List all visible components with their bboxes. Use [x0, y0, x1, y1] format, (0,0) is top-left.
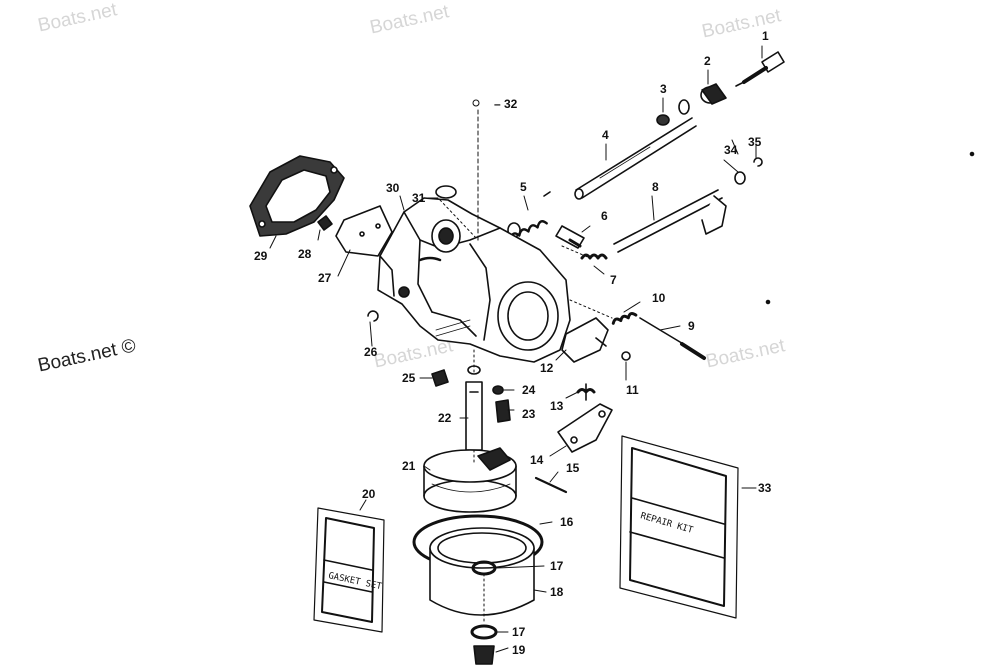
part-29-gasket: [249, 155, 345, 237]
part-10-spring: [611, 311, 638, 325]
dot: [765, 299, 771, 305]
part-18-float-bowl: [429, 527, 535, 616]
callout-1: 1: [762, 29, 769, 43]
callout-34: 34: [724, 143, 738, 157]
part-7-spring: [580, 253, 608, 260]
part-1-screw: [735, 51, 785, 87]
dot: [969, 151, 975, 157]
callout-35: 35: [748, 135, 762, 149]
part-32-marker: [472, 99, 480, 107]
callout-4: 4: [602, 128, 609, 142]
callout-5: 5: [520, 180, 527, 194]
part-33-repair-kit-card: [619, 435, 739, 619]
leader-lines: [269, 45, 763, 653]
part-27-plate: [335, 205, 393, 257]
part-25-screw: [431, 369, 449, 387]
callout-18: 18: [550, 585, 564, 599]
callout-19: 19: [512, 643, 526, 657]
part-34-clip: [734, 171, 746, 185]
part-2-bushing: [700, 83, 727, 105]
callout-29: 29: [254, 249, 268, 263]
callout-6: 6: [601, 209, 608, 223]
callout-28: 28: [298, 247, 312, 261]
part-15-pin: [534, 476, 568, 494]
part-3-nut: [656, 99, 690, 126]
callout-21: 21: [402, 459, 416, 473]
callout-25: 25: [402, 371, 416, 385]
part-26-clip: [367, 310, 379, 322]
callout-2: 2: [704, 54, 711, 68]
part-30-carburetor-body: [377, 197, 571, 363]
callout-15: 15: [566, 461, 580, 475]
callout-14: 14: [530, 453, 544, 467]
part-12-choke: [561, 317, 609, 363]
part-13-spring: [576, 383, 596, 401]
part-28-screw: [317, 215, 333, 231]
callout-23: 23: [522, 407, 536, 421]
part-6-screw: [555, 225, 585, 249]
part-5-spring: [507, 191, 551, 241]
callout-10: 10: [652, 291, 666, 305]
part-22-tube: [465, 365, 483, 451]
callout-24: 24: [522, 383, 536, 397]
callout-9: 9: [688, 319, 695, 333]
callout-17: 17: [512, 625, 526, 639]
part-20-gasket-set-card: [313, 507, 385, 633]
part-35-clip: [753, 157, 763, 167]
callout-33: 33: [758, 481, 772, 495]
callout-13: 13: [550, 399, 564, 413]
callout-27: 27: [318, 271, 332, 285]
callout-7: 7: [610, 273, 617, 287]
callout-3: 3: [660, 82, 667, 96]
callout-26: 26: [364, 345, 378, 359]
part-23-valve: [495, 399, 511, 423]
callout-8: 8: [652, 180, 659, 194]
part-14-bracket: [557, 403, 613, 453]
part-21-float: [423, 447, 517, 513]
part-19-drain-plug: [473, 645, 495, 665]
callout-12: 12: [540, 361, 554, 375]
callout-17: 17: [550, 559, 564, 573]
part-24-washer: [492, 385, 504, 395]
part-8-throttle-shaft: [613, 189, 727, 253]
callout-30: 30: [386, 181, 400, 195]
part-17-seal-lower: [470, 624, 498, 640]
callout-11: 11: [626, 383, 639, 397]
callout-20: 20: [362, 487, 376, 501]
callout-32: – 32: [494, 97, 518, 111]
callout-16: 16: [560, 515, 574, 529]
callout-31: 31: [412, 191, 426, 205]
callout-22: 22: [438, 411, 452, 425]
part-31-cap: [435, 185, 457, 199]
repair-kit-label: REPAIR KIT: [639, 511, 694, 536]
part-4-shaft: [574, 117, 697, 200]
part-11-clip: [621, 351, 631, 361]
part-9-needle: [639, 317, 706, 360]
